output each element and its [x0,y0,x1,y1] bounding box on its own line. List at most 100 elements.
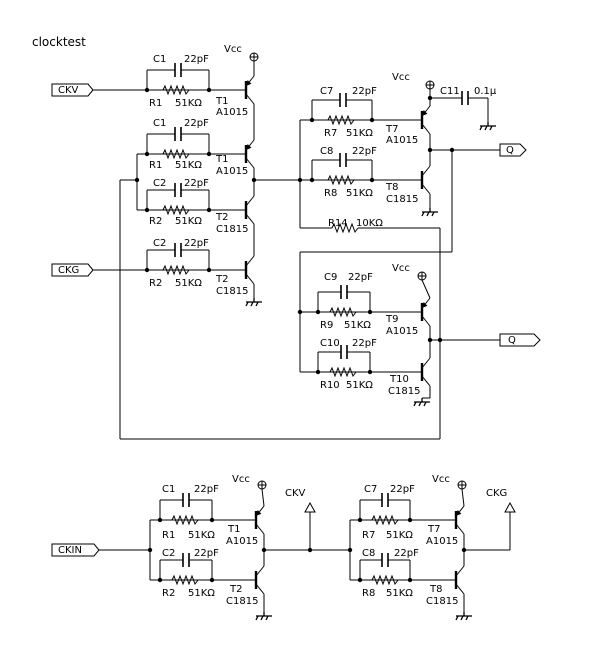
value-c1-c: 22pF [194,484,219,495]
value-c1: 22pF [184,54,209,65]
value-c11: 0.1μ [474,86,497,97]
type-t8: C1815 [386,194,418,205]
value-c9: 22pF [348,272,373,283]
label-c2-c: C2 [162,548,175,559]
value-c7: 22pF [352,86,377,97]
value-r2-b: 51KΩ [175,278,202,289]
value-c2-a: 22pF [184,178,209,189]
label-c7: C7 [320,86,333,97]
label-c8: C8 [320,146,333,157]
flip-flop-stage-b: C9 22pF R9 51KΩ T9 A1015 Vcc C10 22pF R1… [297,252,541,407]
value-c1-b: 22pF [184,118,209,129]
value-c8: 22pF [352,146,377,157]
value-r7: 51KΩ [346,128,373,139]
label-c2-b: C2 [153,238,166,249]
value-c2-b: 22pF [184,238,209,249]
port-q-bar [499,333,541,347]
t1-transistor [232,74,256,106]
label-r1-c: R1 [162,530,175,541]
label-t2-a: T2 [215,212,228,223]
value-r2-c: 51KΩ [188,588,215,599]
type-t7-b: A1015 [426,536,458,547]
label-c1: C1 [153,54,166,65]
label-r9: R9 [320,320,333,331]
type-t9: A1015 [386,326,418,337]
label-t1-c: T1 [227,524,240,535]
value-r10: 51KΩ [346,380,373,391]
vcc-icon [249,52,259,62]
label-r7: R7 [324,128,337,139]
ground-icon [245,297,263,307]
input-stage: CKV CKG C1 22pF R1 51KΩ T1 A1015 Vcc [51,44,440,440]
vcc-label-e: Vcc [432,474,450,485]
label-r10: R10 [320,380,340,391]
label-r1: R1 [149,98,162,109]
ckg-output-arrow [504,502,516,513]
value-c8-b: 22pF [394,548,419,559]
label-t8: T8 [385,182,398,193]
value-c2-c: 22pF [194,548,219,559]
value-r8-b: 51KΩ [386,588,413,599]
label-t2-c: T2 [229,584,242,595]
label-t7: T7 [385,124,398,135]
port-ckin [51,543,100,557]
port-ckg-label: CKG [58,265,79,276]
type-t1: A1015 [216,107,248,118]
value-c10: 22pF [352,338,377,349]
vcc-label: Vcc [224,44,242,55]
ckv-output-label: CKV [285,488,306,499]
label-c11: C11 [440,86,460,97]
label-t8-b: T8 [429,584,442,595]
label-t7-b: T7 [427,524,440,535]
label-t10: T10 [389,374,409,385]
label-t9: T9 [385,314,398,325]
port-ckv [51,83,94,97]
label-c10: C10 [320,338,340,349]
ckg-output-label: CKG [486,488,507,499]
value-r1: 51KΩ [175,98,202,109]
ckin-stage: CKIN C1 22pF R1 51KΩ T1 A1015 Vcc [51,474,516,621]
value-r2-a: 51KΩ [175,216,202,227]
vcc-label-b: Vcc [392,72,410,83]
label-c8-b: C8 [362,548,375,559]
flip-flop-stage-a: C7 22pF R7 51KΩ T7 A1015 Vcc C11 0.1μ C8… [299,72,527,439]
vcc-label-c: Vcc [392,263,410,274]
type-t2-b: C1815 [216,286,248,297]
label-c1-b: C1 [153,118,166,129]
label-t1: T1 [215,96,228,107]
type-t1-b: A1015 [216,166,248,177]
label-r1-b: R1 [149,160,162,171]
value-c7-b: 22pF [390,484,415,495]
label-t2-b: T2 [215,274,228,285]
type-t1-c: A1015 [226,536,258,547]
vcc-label-d: Vcc [232,474,250,485]
label-r8: R8 [324,188,337,199]
label-r2-a: R2 [149,216,162,227]
label-r2-b: R2 [149,278,162,289]
port-ckv-label: CKV [58,85,79,96]
type-t7: A1015 [386,135,418,146]
diagram-title: clocktest [32,35,86,49]
label-r7-b: R7 [362,530,375,541]
label-c1-c: C1 [162,484,175,495]
value-r9: 51KΩ [344,320,371,331]
port-ckin-label: CKIN [58,545,82,556]
port-q [499,143,527,157]
label-c2-a: C2 [153,178,166,189]
value-r1-b: 51KΩ [175,160,202,171]
label-r14: R14 [328,218,348,229]
type-t2-a: C1815 [216,224,248,235]
port-ckg [51,263,94,277]
type-t8-b: C1815 [426,596,458,607]
value-r7-b: 51KΩ [386,530,413,541]
type-t2-c: C1815 [226,596,258,607]
value-r8: 51KΩ [346,188,373,199]
label-c7-b: C7 [364,484,377,495]
value-r14: 10KΩ [356,218,383,229]
ckv-output-arrow [304,502,316,513]
label-t1-b: T1 [215,154,228,165]
type-t10: C1815 [388,386,420,397]
label-r2-c: R2 [162,588,175,599]
port-q-label: Q [506,145,514,156]
